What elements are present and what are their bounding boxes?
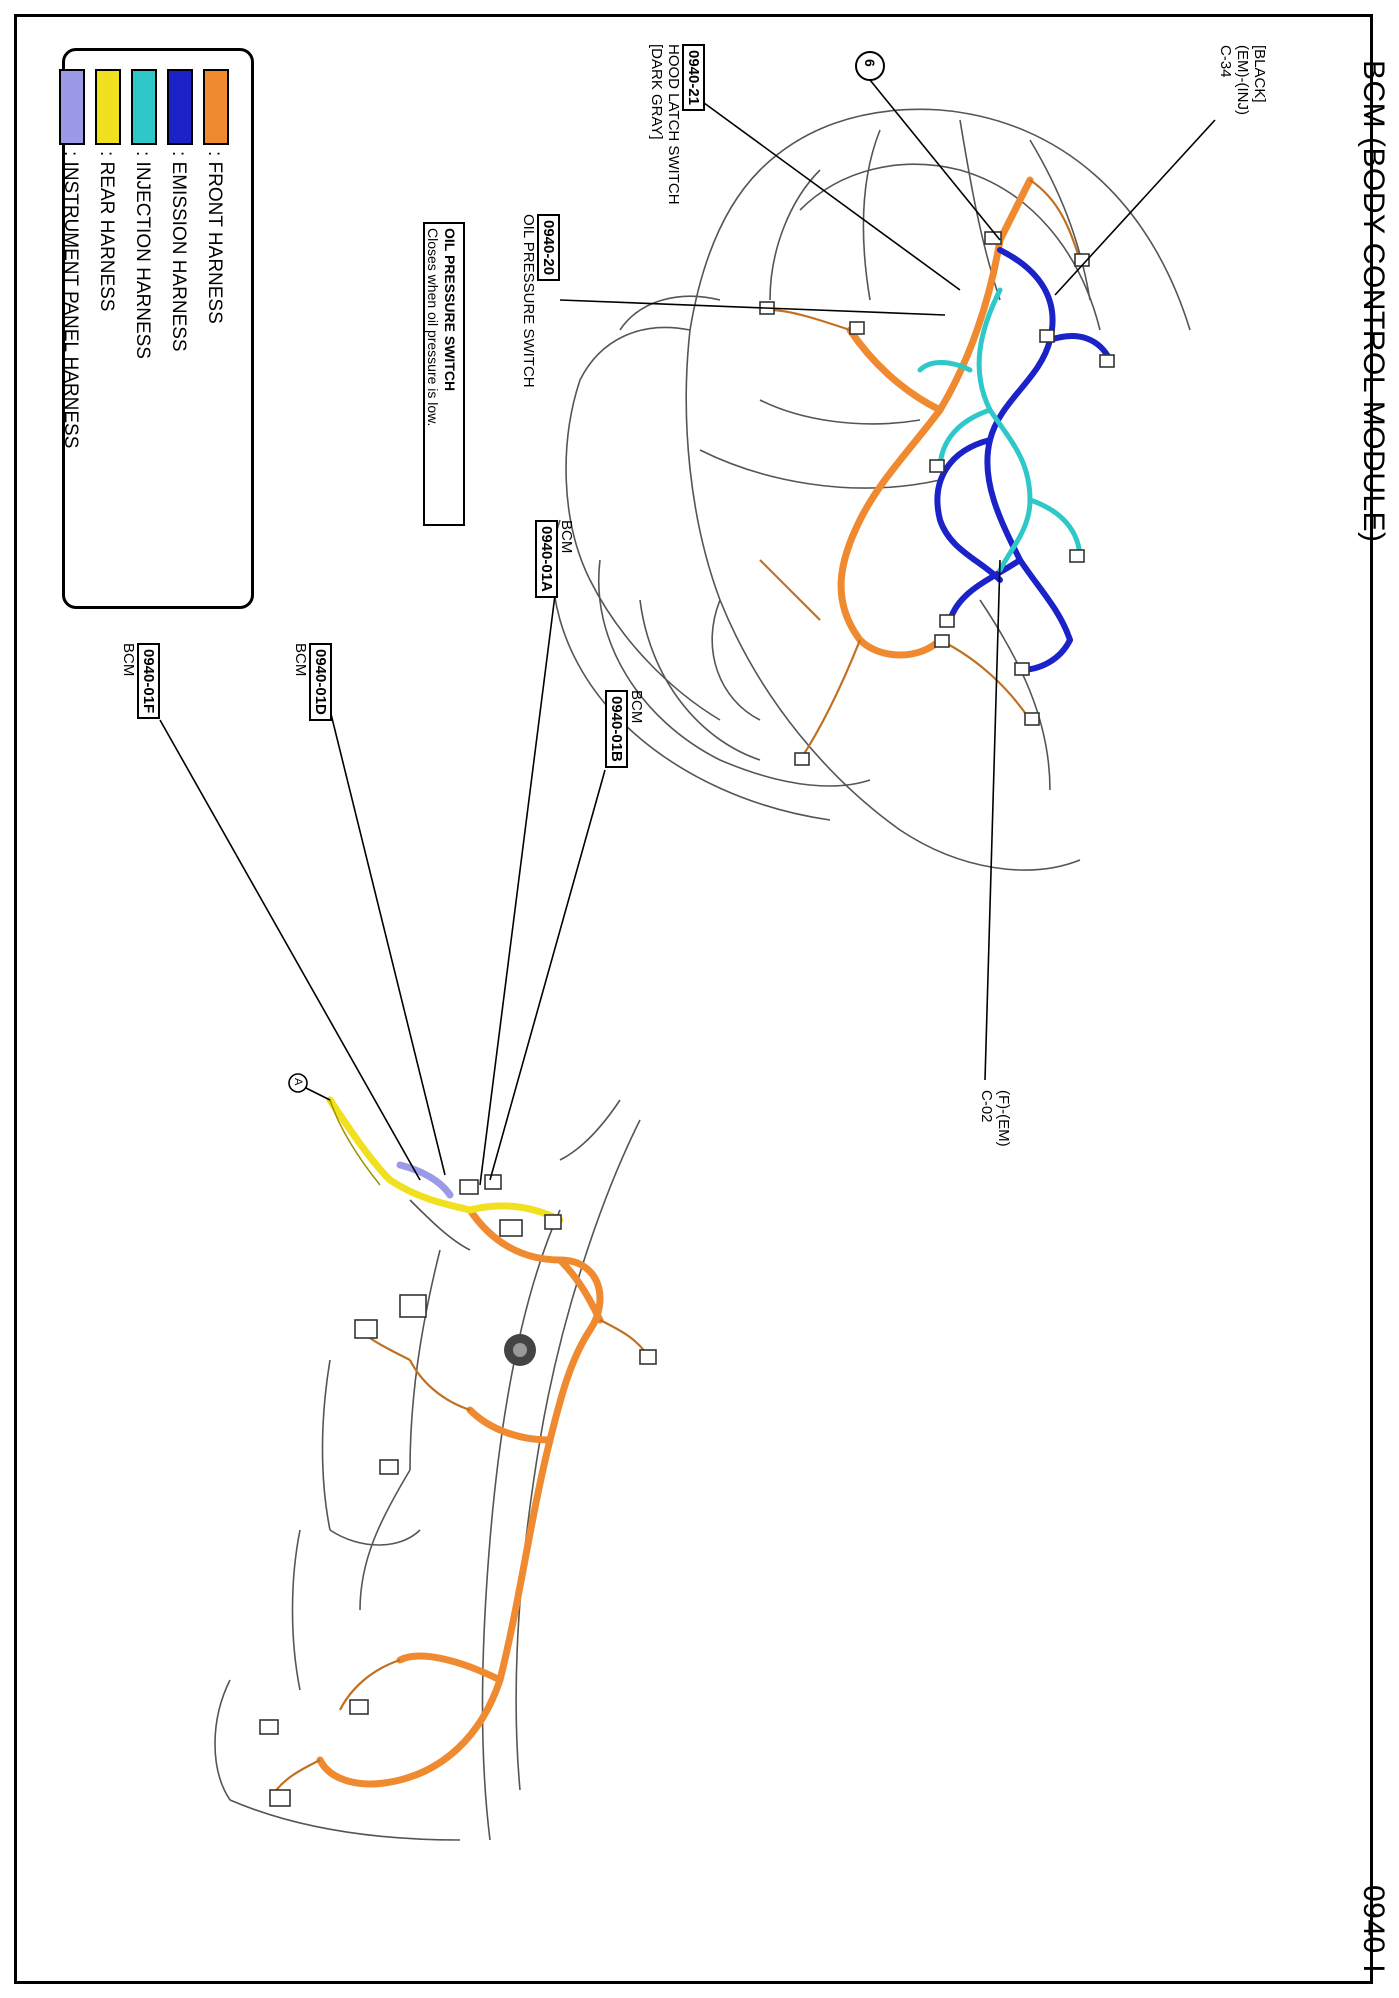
callout-0940-21: 0940-21 HOOD LATCH SWITCH [DARK GRAY] [648, 44, 705, 205]
callout-0940-01a: BCM 0940-01A [535, 520, 575, 598]
callout-c34-code: C-34 [1217, 45, 1234, 78]
leader-lines [159, 79, 1216, 1186]
callout-0940-01f: 0940-01F BCM [120, 643, 160, 720]
callout-0940-01d-name: BCM [292, 643, 309, 677]
oil-pressure-info-body: Closes when oil pressure is low. [425, 228, 441, 427]
rear-harness [326, 1096, 564, 1224]
oil-pressure-info-title: OIL PRESSURE SWITCH [442, 228, 458, 392]
circle-callout-6 [855, 51, 885, 81]
callout-c34: [BLACK] (EM)-(INJ) C-34 [1217, 45, 1268, 115]
callout-0940-20: 0940-20 OIL PRESSURE SWITCH [520, 214, 560, 388]
harness-legend: : FRONT HARNESS : EMISSION HARNESS : INJ… [59, 48, 254, 609]
page-frame [14, 14, 1373, 1984]
legend-swatch-rear [95, 69, 121, 145]
callout-0940-20-name: OIL PRESSURE SWITCH [520, 214, 537, 388]
circle-callout-a-label: A [292, 1078, 304, 1086]
callout-c02-harness: (F)-(EM) [995, 1090, 1012, 1147]
front-harness-engine-thin [759, 179, 1082, 761]
legend-label-injection: : INJECTION HARNESS [132, 151, 153, 359]
connector-code-0940-01f: 0940-01F [137, 643, 160, 720]
connector-code-0940-01b: 0940-01B [605, 690, 628, 768]
callout-0940-01b-name: BCM [628, 690, 645, 724]
callout-0940-01d: 0940-01D BCM [292, 643, 332, 721]
callout-c34-harness: (EM)-(INJ) [1234, 45, 1251, 115]
legend-swatch-injection [131, 69, 157, 145]
callout-c02: (F)-(EM) C-02 [978, 1090, 1012, 1147]
page-number: 0940-I [1357, 1885, 1390, 1974]
callout-0940-21-color: [DARK GRAY] [648, 44, 665, 140]
circle-callout-6-label: 6 [862, 59, 878, 67]
legend-label-rear: : REAR HARNESS [96, 151, 117, 312]
legend-label-emission: : EMISSION HARNESS [168, 151, 189, 352]
oil-pressure-info: OIL PRESSURE SWITCH Closes when oil pres… [424, 228, 458, 426]
front-harness-interior [316, 1206, 604, 1788]
callout-0940-01f-name: BCM [120, 643, 137, 677]
connector-code-0940-01a: 0940-01A [535, 520, 558, 598]
page-title: BCM (BODY CONTROL MODULE) [1357, 60, 1390, 543]
connector-code-0940-01d: 0940-01D [309, 643, 332, 721]
legend-label-front: : FRONT HARNESS [204, 151, 225, 324]
front-harness-engine [837, 176, 1034, 659]
connector-code-0940-20: 0940-20 [537, 214, 560, 282]
callout-c02-code: C-02 [978, 1090, 995, 1123]
circle-callout-a [288, 1073, 308, 1093]
engine-bay-outline [551, 108, 1191, 871]
callout-0940-01b: BCM 0940-01B [605, 690, 645, 768]
callout-c34-color: [BLACK] [1251, 45, 1268, 103]
front-harness-interior-thin [269, 1319, 651, 1801]
legend-swatch-front [203, 69, 229, 145]
instrument-panel-harness [396, 1161, 454, 1199]
legend-swatch-emission [167, 69, 193, 145]
engine-connectors [759, 231, 1115, 766]
callout-0940-01a-name: BCM [558, 520, 575, 554]
oil-pressure-info-box [423, 222, 465, 526]
connector-code-0940-21: 0940-21 [682, 44, 705, 112]
legend-swatch-instrument-panel [59, 69, 85, 145]
callout-0940-21-name: HOOD LATCH SWITCH [665, 44, 682, 205]
legend-label-instrument-panel: : INSTRUMENT PANEL HARNESS [60, 151, 81, 449]
interior-connectors [259, 1174, 657, 1807]
